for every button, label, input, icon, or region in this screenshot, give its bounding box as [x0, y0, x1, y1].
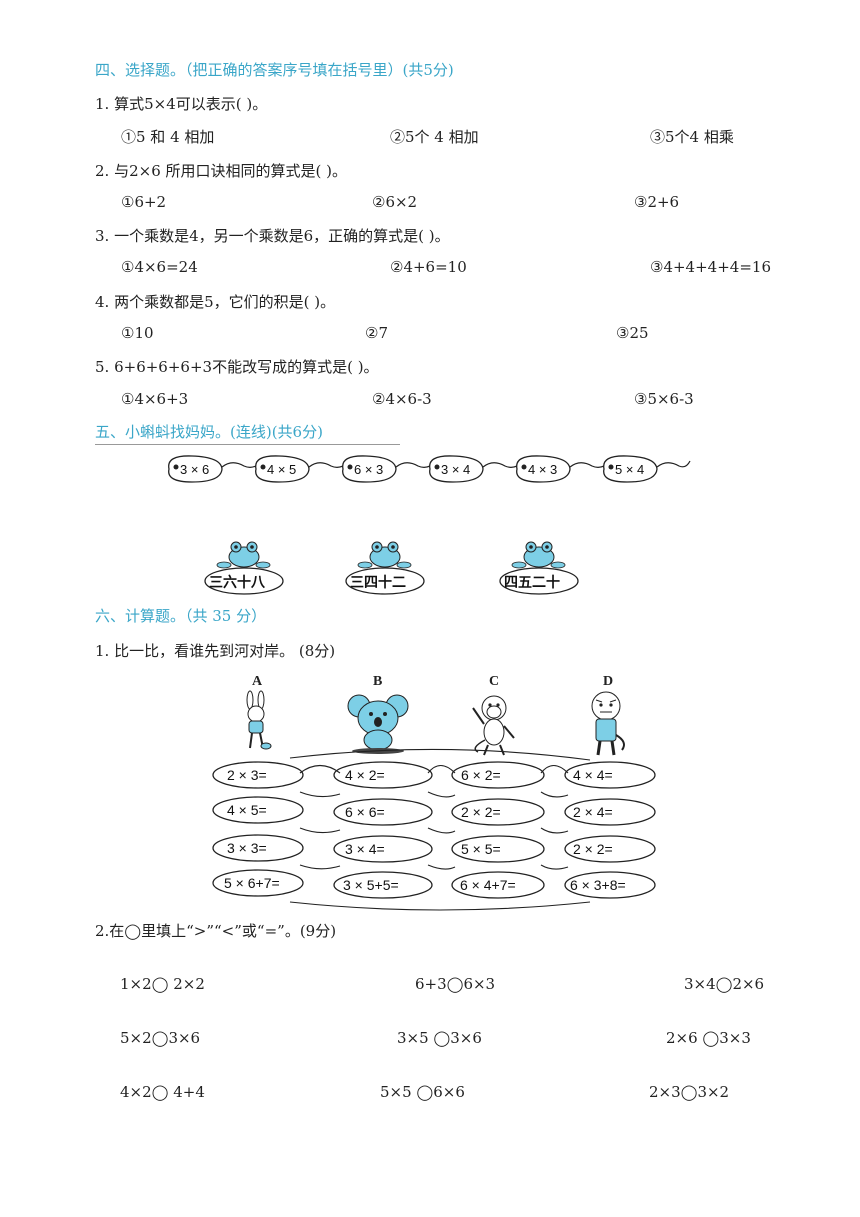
q5-stem: 5. 6+6+6+6+3不能改写成的算式是( )。 [95, 358, 379, 376]
section6-q1-stem: 1. 比一比，看谁先到河对岸。 (8分) [95, 642, 336, 660]
letter-b: B [373, 674, 382, 689]
q2-option-b[interactable]: ②6×2 [372, 193, 418, 211]
tadpole-2[interactable]: 4 × 5 [255, 455, 350, 483]
rabbit-icon [246, 690, 272, 750]
stone-r3-b: 3 × 4= [345, 841, 385, 857]
frog-2[interactable]: 三四十二 [345, 541, 425, 595]
stone-r3-d: 2 × 2= [573, 841, 613, 857]
q5-option-a[interactable]: ①4×6+3 [121, 390, 189, 408]
stone-r4-b: 3 × 5+5= [343, 877, 399, 893]
q3-option-c[interactable]: ③4+4+4+4=16 [650, 258, 771, 276]
compare-r2-c3[interactable]: 2×6 ◯3×3 [666, 1029, 751, 1047]
compare-r1-c2[interactable]: 6+3◯6×3 [415, 975, 496, 993]
stone-r1-a: 2 × 3= [227, 767, 267, 783]
q3-option-a[interactable]: ①4×6=24 [121, 258, 198, 276]
compare-r3-c1[interactable]: 4×2◯ 4+4 [120, 1083, 205, 1101]
letter-d: D [603, 674, 613, 689]
q1-option-c[interactable]: ③5个4 相乘 [650, 128, 734, 146]
q1-stem: 1. 算式5×4可以表示( )。 [95, 95, 268, 113]
section6-q2-stem: 2.在◯里填上“>”“<”或“=”。(9分) [95, 922, 337, 940]
tadpole-6-label: 5 × 4 [615, 462, 644, 477]
stone-r2-d: 2 × 4= [573, 804, 613, 820]
tadpole-3[interactable]: 6 × 3 [342, 455, 437, 483]
koala-icon [347, 694, 409, 754]
compare-r2-c2[interactable]: 3×5 ◯3×6 [397, 1029, 482, 1047]
letter-a: A [252, 674, 263, 689]
q5-option-c[interactable]: ③5×6-3 [634, 390, 694, 408]
q4-option-a[interactable]: ①10 [121, 324, 154, 342]
stone-r3-a: 3 × 3= [227, 840, 267, 856]
compare-r1-c1[interactable]: 1×2◯ 2×2 [120, 975, 205, 993]
tadpole-4-label: 3 × 4 [441, 462, 470, 477]
frog-1-label: 三六十八 [209, 574, 266, 591]
q3-option-b[interactable]: ②4+6=10 [390, 258, 467, 276]
q2-option-c[interactable]: ③2+6 [634, 193, 680, 211]
section6-title: 六、计算题。（共 35 分） [95, 607, 267, 625]
tadpole-5[interactable]: 4 × 3 [516, 455, 611, 483]
stone-r2-c: 2 × 2= [461, 804, 501, 820]
stone-r1-d: 4 × 4= [573, 767, 613, 783]
compare-r2-c1[interactable]: 5×2◯3×6 [120, 1029, 201, 1047]
tadpole-2-label: 4 × 5 [267, 462, 296, 477]
compare-r1-c3[interactable]: 3×4◯2×6 [684, 975, 765, 993]
q5-option-b[interactable]: ②4×6-3 [372, 390, 432, 408]
stone-r2-a: 4 × 5= [227, 802, 267, 818]
q3-stem: 3. 一个乘数是4，另一个乘数是6，正确的算式是( )。 [95, 227, 450, 245]
q1-option-b[interactable]: ②5个 4 相加 [390, 128, 479, 146]
section5-title-underline [95, 444, 400, 445]
stone-r4-d: 6 × 3+8= [570, 877, 626, 893]
tadpole-5-label: 4 × 3 [528, 462, 557, 477]
q2-option-a[interactable]: ①6+2 [121, 193, 167, 211]
frog-2-label: 三四十二 [350, 574, 406, 591]
frog-1[interactable]: 三六十八 [204, 541, 284, 595]
tadpole-6[interactable]: 5 × 4 [603, 455, 691, 483]
frog-3[interactable]: 四五二十 [499, 541, 579, 595]
q1-option-a[interactable]: ①5 和 4 相加 [121, 128, 215, 146]
letter-c: C [489, 674, 499, 689]
river-grid [212, 748, 656, 911]
tadpole-1[interactable]: 3 × 6 [168, 455, 263, 483]
stone-r2-b: 6 × 6= [345, 804, 385, 820]
compare-r3-c2[interactable]: 5×5 ◯6×6 [380, 1083, 465, 1101]
tadpole-4[interactable]: 3 × 4 [429, 455, 524, 483]
compare-r3-c3[interactable]: 2×3◯3×2 [649, 1083, 730, 1101]
stone-r3-c: 5 × 5= [461, 841, 501, 857]
tiger-icon [591, 691, 625, 756]
q4-stem: 4. 两个乘数都是5，它们的积是( )。 [95, 293, 336, 311]
stone-r4-a: 5 × 6+7= [224, 875, 280, 891]
section5-title: 五、小蝌蚪找妈妈。(连线)(共6分) [95, 423, 323, 441]
q2-stem: 2. 与2×6 所用口诀相同的算式是( )。 [95, 162, 347, 180]
q4-option-c[interactable]: ③25 [616, 324, 649, 342]
frog-3-label: 四五二十 [504, 574, 560, 591]
q4-option-b[interactable]: ②7 [365, 324, 388, 342]
stone-r4-c: 6 × 4+7= [460, 877, 516, 893]
section4-title: 四、选择题。（把正确的答案序号填在括号里）(共5分) [95, 61, 454, 79]
tadpole-3-label: 6 × 3 [354, 462, 383, 477]
monkey-icon [472, 695, 515, 756]
stone-r1-b: 4 × 2= [345, 767, 385, 783]
tadpole-1-label: 3 × 6 [180, 462, 209, 477]
stone-r1-c: 6 × 2= [461, 767, 501, 783]
